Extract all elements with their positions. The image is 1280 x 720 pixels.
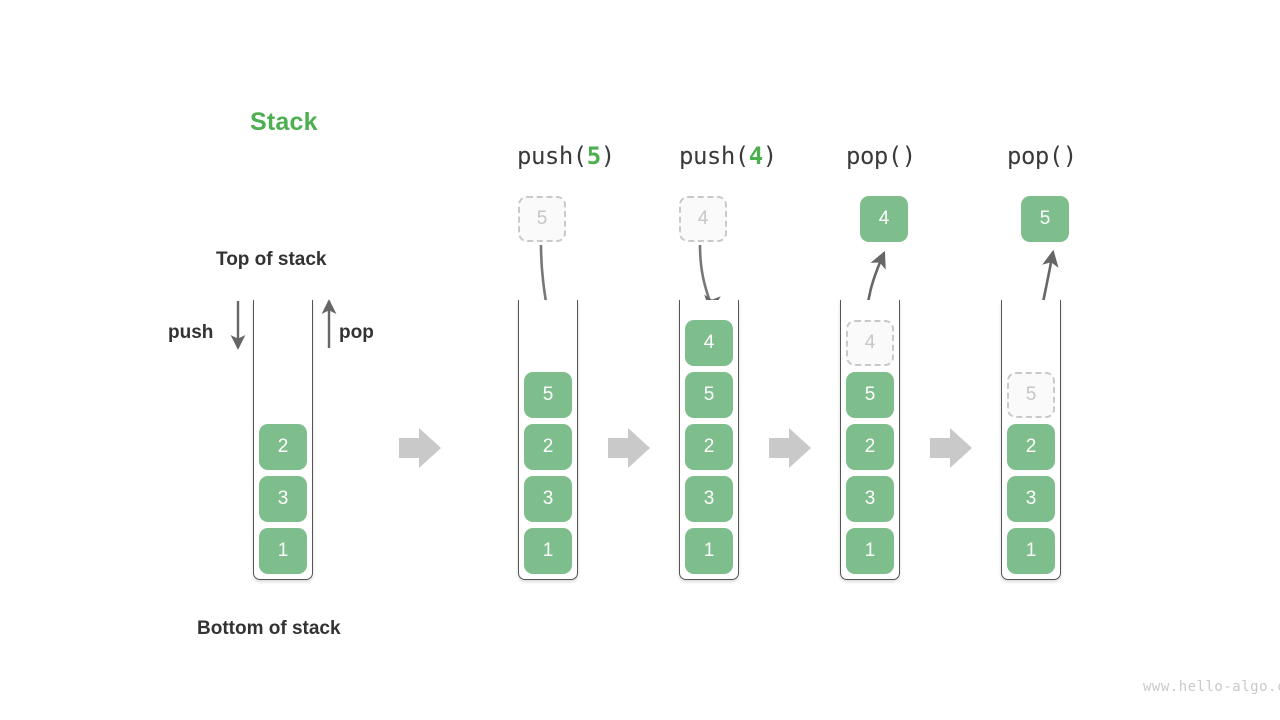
stack-cell-initial-2: 2 (259, 424, 307, 470)
op-prefix: push( (517, 142, 587, 170)
stack-cell-step2-2: 2 (685, 424, 733, 470)
stack-cell-initial-3: 3 (259, 476, 307, 522)
operation-label-1: push(5) (517, 144, 615, 168)
op-suffix: ) (600, 142, 615, 170)
ghost-cell-step3: 4 (846, 320, 894, 366)
stack-cell-step2-3: 3 (685, 476, 733, 522)
op-argument: 4 (748, 142, 763, 170)
transition-arrow-2 (608, 428, 650, 468)
incoming-cell-step1: 5 (518, 196, 566, 242)
op-suffix: ) (1062, 142, 1077, 170)
op-prefix: pop( (1007, 142, 1063, 170)
stack-cell-step2-4: 4 (685, 320, 733, 366)
bottom-of-stack-label: Bottom of stack (197, 618, 341, 639)
watermark: www.hello-algo.com (1143, 679, 1280, 695)
stack-cell-step3-5: 5 (846, 372, 894, 418)
stack-cell-step1-1: 1 (524, 528, 572, 574)
popped-cell-step3: 4 (860, 196, 908, 242)
stack-cell-step1-5: 5 (524, 372, 572, 418)
stack-cell-step4-1: 1 (1007, 528, 1055, 574)
transition-arrow-1 (399, 428, 441, 468)
stack-cell-step4-3: 3 (1007, 476, 1055, 522)
stack-cell-step4-2: 2 (1007, 424, 1055, 470)
stack-cell-step3-1: 1 (846, 528, 894, 574)
op-prefix: pop( (846, 142, 902, 170)
stack-cell-step2-5: 5 (685, 372, 733, 418)
operation-label-3: pop() (846, 144, 916, 168)
transition-arrow-3 (769, 428, 811, 468)
incoming-cell-step2: 4 (679, 196, 727, 242)
stack-cell-initial-1: 1 (259, 528, 307, 574)
page-title: Stack (250, 108, 318, 136)
stack-cell-step1-3: 3 (524, 476, 572, 522)
ghost-cell-step4: 5 (1007, 372, 1055, 418)
stack-cell-step2-1: 1 (685, 528, 733, 574)
stack-cell-step1-2: 2 (524, 424, 572, 470)
operation-label-4: pop() (1007, 144, 1077, 168)
stack-cell-step3-3: 3 (846, 476, 894, 522)
op-argument: 5 (586, 142, 601, 170)
stack-cell-step3-2: 2 (846, 424, 894, 470)
popped-cell-step4: 5 (1021, 196, 1069, 242)
op-suffix: ) (901, 142, 916, 170)
operation-label-2: push(4) (679, 144, 777, 168)
op-suffix: ) (762, 142, 777, 170)
push-label: push (168, 322, 214, 343)
top-of-stack-label: Top of stack (216, 249, 327, 270)
pop-label: pop (339, 322, 374, 343)
transition-arrow-4 (930, 428, 972, 468)
op-prefix: push( (679, 142, 749, 170)
